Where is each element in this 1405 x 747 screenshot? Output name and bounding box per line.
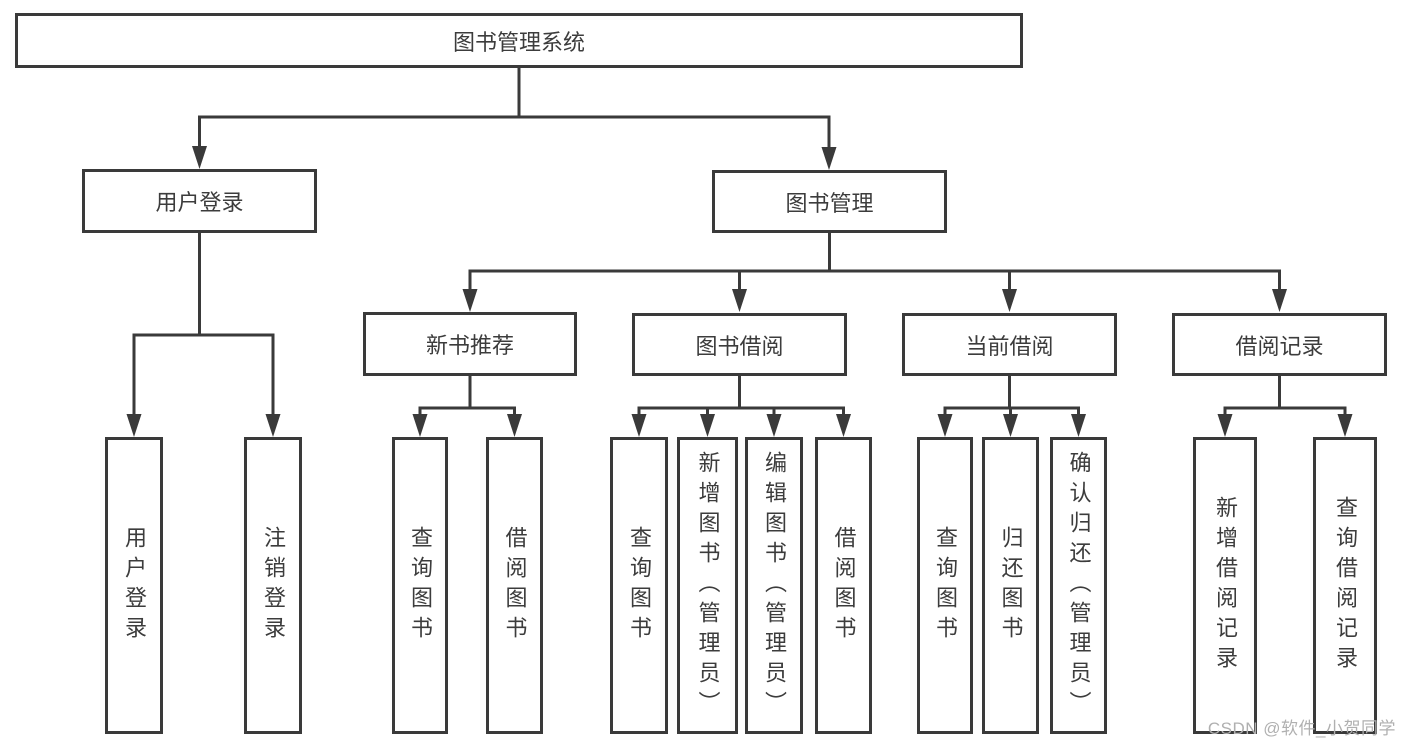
node-leaf-add-borrow-record: 新增借阅记录 [1193, 437, 1257, 734]
connector-bookborrow-to-children [637, 374, 845, 420]
arrowhead-icon [732, 289, 747, 312]
node-leaf-edit-books-admin: 编辑图书（管理员） [745, 437, 803, 734]
node-leaf-query-books-3: 查询图书 [917, 437, 973, 734]
node-leaf-user-login: 用户登录 [105, 437, 163, 734]
node-leaf-return-books: 归还图书 [982, 437, 1039, 734]
arrowhead-icon [1217, 414, 1233, 437]
node-root-system: 图书管理系统 [15, 13, 1023, 68]
arrowhead-icon [700, 414, 715, 437]
connector-newbook-to-children [418, 374, 516, 420]
arrowhead-icon [126, 414, 142, 437]
node-leaf-query-books-1: 查询图书 [392, 437, 448, 734]
arrowhead-icon [265, 414, 281, 437]
node-leaf-logout: 注销登录 [244, 437, 302, 734]
csdn-watermark: CSDN @软件_小贺同学 [1207, 719, 1396, 738]
arrowhead-icon [766, 414, 782, 437]
node-borrow-records: 借阅记录 [1172, 313, 1387, 376]
arrowhead-icon [1272, 289, 1287, 312]
arrowhead-icon [1003, 414, 1018, 437]
node-book-management: 图书管理 [712, 170, 947, 233]
arrowhead-icon [821, 147, 837, 170]
arrowhead-icon [412, 414, 428, 437]
node-user-login: 用户登录 [82, 169, 317, 233]
arrowhead-icon [1337, 414, 1353, 437]
node-current-borrow: 当前借阅 [902, 313, 1117, 376]
arrowhead-icon [1071, 414, 1086, 437]
node-leaf-confirm-return-admin: 确认归还（管理员） [1050, 437, 1107, 734]
arrowhead-icon [507, 414, 522, 437]
node-leaf-borrow-books-2: 借阅图书 [815, 437, 872, 734]
node-leaf-query-books-2: 查询图书 [610, 437, 668, 734]
node-leaf-borrow-books-1: 借阅图书 [486, 437, 543, 734]
connector-borrowrecords-to-children [1223, 374, 1347, 420]
arrowhead-icon [192, 146, 207, 169]
node-new-book-recommend: 新书推荐 [363, 312, 577, 376]
arrowhead-icon [1002, 289, 1017, 312]
node-leaf-add-books-admin: 新增图书（管理员） [677, 437, 738, 734]
connector-userlogin-to-children [132, 231, 275, 420]
connector-bookmgmt-to-level3 [468, 231, 1281, 296]
connector-currentborrow-to-children [943, 374, 1080, 420]
arrowhead-icon [937, 414, 953, 437]
node-leaf-query-borrow-record: 查询借阅记录 [1313, 437, 1377, 734]
arrowhead-icon [462, 289, 478, 312]
connector-root-to-level2 [198, 66, 831, 153]
arrowhead-icon [631, 414, 647, 437]
arrowhead-icon [836, 414, 851, 437]
node-book-borrow: 图书借阅 [632, 313, 847, 376]
